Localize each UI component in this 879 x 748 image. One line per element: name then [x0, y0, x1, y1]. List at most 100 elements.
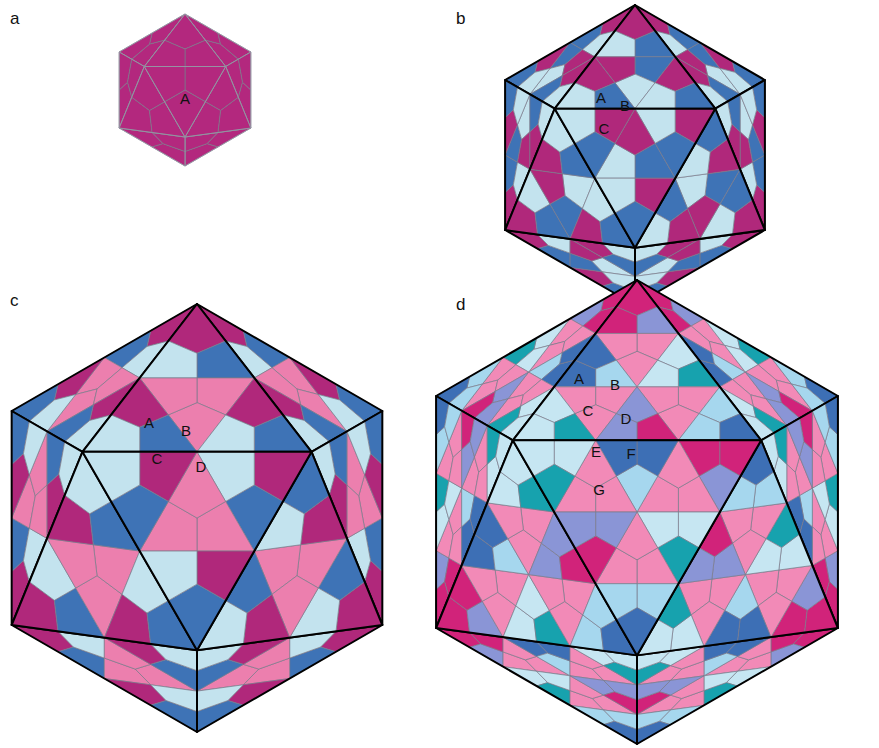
protein-subunit — [720, 414, 761, 441]
icosahedral-face-edge — [555, 5, 716, 109]
protein-subunit — [513, 414, 554, 441]
protein-subunit — [745, 372, 781, 403]
protein-subunit — [704, 671, 737, 690]
protein-subunit — [678, 360, 719, 387]
protein-subunit — [140, 415, 197, 452]
protein-subunit — [82, 452, 139, 502]
protein-subunit — [637, 414, 678, 441]
protein-subunit — [151, 685, 197, 712]
protein-subunit — [771, 357, 807, 388]
subunit-label: A — [574, 371, 584, 386]
protein-subunit — [449, 449, 462, 488]
protein-subunit — [740, 132, 752, 170]
protein-subunit — [812, 449, 825, 488]
protein-subunit — [635, 83, 675, 109]
icosahedral-face-edge — [197, 452, 382, 650]
protein-subunit — [197, 415, 254, 452]
protein-subunit — [570, 676, 615, 695]
protein-subunit — [29, 485, 47, 539]
protein-subunit — [518, 132, 530, 170]
protein-subunit — [535, 43, 570, 73]
protein-subunit — [140, 341, 197, 378]
icosahedral-face-edge — [82, 304, 311, 452]
protein-subunit — [529, 575, 565, 611]
subunit-label: D — [621, 411, 632, 426]
protein-subunit — [637, 680, 670, 699]
protein-subunit — [534, 319, 570, 350]
icosahedral-face-edge — [513, 280, 761, 440]
protein-subunit — [635, 31, 675, 57]
protein-subunit — [596, 584, 637, 620]
capsid-model — [119, 14, 251, 166]
subunit-label: C — [152, 451, 163, 466]
subunit-label: A — [144, 415, 154, 430]
protein-subunit — [812, 527, 825, 566]
protein-subunit — [462, 565, 498, 601]
capsid-model — [436, 280, 838, 744]
protein-subunit — [104, 679, 166, 706]
protein-subunit — [530, 169, 565, 204]
protein-subunit — [595, 178, 635, 213]
icosahedral-face-edge — [513, 440, 761, 655]
subunit-label: B — [610, 377, 620, 392]
protein-subunit — [700, 43, 735, 73]
protein-subunit — [537, 671, 570, 690]
subunit-label: C — [583, 403, 594, 418]
panel-letter: a — [10, 10, 19, 27]
icosahedral-face-edge — [144, 14, 225, 67]
icosahedral-face-edge — [635, 109, 765, 248]
protein-subunit — [659, 676, 704, 695]
protein-subunit — [47, 538, 97, 588]
protein-subunit — [555, 109, 595, 144]
protein-subunit — [144, 67, 185, 102]
protein-subunit — [595, 31, 635, 57]
protein-subunit — [637, 307, 678, 334]
panel-letter: b — [456, 10, 465, 27]
protein-subunit — [467, 357, 503, 388]
icosahedral-face-edge — [637, 440, 838, 655]
icosahedral-face-edge — [436, 440, 637, 655]
protein-subunit — [493, 372, 529, 403]
subunit-label: D — [196, 459, 207, 474]
subunit-label: A — [180, 91, 190, 106]
protein-subunit — [140, 551, 197, 601]
subunit-label: B — [181, 423, 191, 438]
protein-subunit — [347, 485, 365, 539]
protein-subunit — [604, 710, 637, 729]
protein-subunit — [596, 307, 637, 334]
protein-subunit — [554, 360, 595, 387]
protein-subunit — [513, 440, 554, 476]
subunit-label: A — [596, 90, 606, 105]
protein-subunit — [678, 414, 719, 441]
protein-subunit — [487, 503, 523, 539]
capsid-model — [505, 5, 765, 305]
protein-subunit — [554, 414, 595, 441]
protein-subunit — [197, 341, 254, 378]
panel-letter: d — [456, 296, 465, 313]
protein-subunit — [787, 464, 800, 503]
protein-subunit — [254, 415, 311, 452]
icosahedral-face-edge — [505, 109, 635, 248]
icosahedral-face-edge — [12, 452, 197, 650]
protein-subunit — [604, 680, 637, 699]
protein-subunit — [185, 40, 226, 66]
protein-subunit — [704, 319, 740, 350]
icosahedral-face-edge — [144, 67, 225, 137]
protein-subunit — [474, 464, 487, 503]
subunit-label: F — [626, 446, 635, 461]
subunit-label: B — [620, 98, 630, 113]
protein-subunit — [637, 710, 670, 729]
subunit-label: E — [591, 444, 601, 459]
icosahedral-face-edge — [82, 452, 311, 650]
subunit-label: C — [599, 121, 610, 136]
protein-subunit — [290, 358, 340, 400]
protein-subunit — [637, 360, 678, 387]
protein-subunit — [54, 358, 104, 400]
protein-subunit — [449, 527, 462, 566]
capsid-model — [12, 304, 383, 732]
icosahedral-face-edge — [555, 109, 716, 248]
protein-subunit — [144, 40, 185, 66]
subunit-label: G — [593, 482, 605, 497]
protein-subunit — [554, 512, 595, 548]
